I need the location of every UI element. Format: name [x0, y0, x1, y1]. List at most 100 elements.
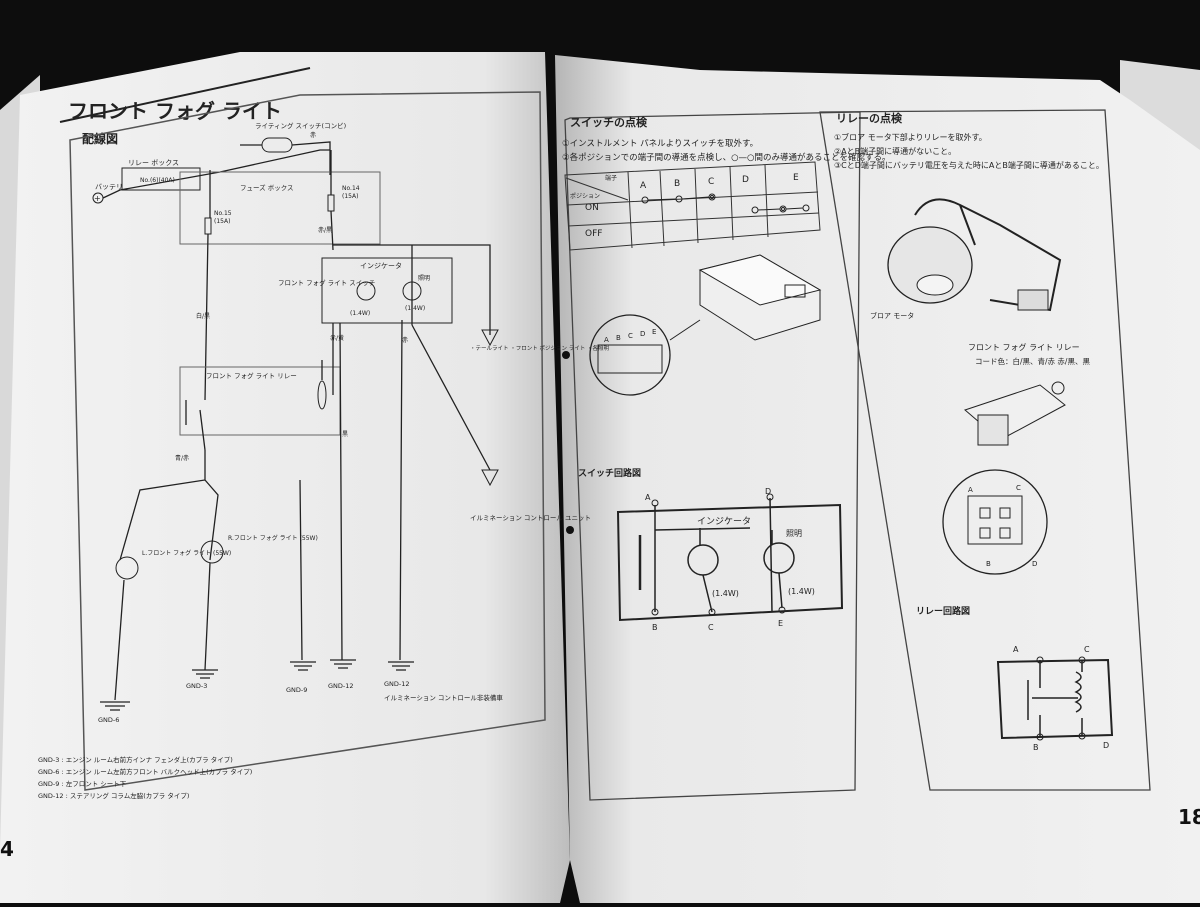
relay-column-frame: [819, 109, 1151, 791]
terminal-label: E: [778, 619, 783, 628]
legend-line: GND-9 : 左フロント シート下: [38, 779, 127, 788]
continuity-table: 端子 ポジション A B C D E ON OFF: [564, 161, 821, 251]
pin-label: C: [628, 332, 633, 340]
circuit-bulb1-label: (1.4W): [712, 589, 739, 598]
bulb-watt-label: (1.4W): [405, 305, 425, 312]
circuit-illumination-label: 照明: [786, 529, 802, 538]
relay-box-label: リレー ボックス: [128, 159, 179, 167]
left-page: [0, 52, 570, 903]
table-corner-bottom: ポジション: [570, 192, 600, 200]
lighting-switch-label: ライティング スイッチ(コンビ): [255, 121, 346, 130]
section-title-wiring: 配線図: [82, 131, 118, 146]
ground-symbols: [100, 659, 414, 711]
relay-label: フロント フォグ ライト リレー: [968, 342, 1080, 352]
wire-label: 黒: [342, 431, 348, 438]
switch-connector-closeup: A B C D E: [589, 314, 701, 396]
terminal-label: B: [652, 623, 658, 632]
wire-label: 赤: [310, 132, 316, 139]
ground-label: GND-12: [384, 680, 410, 688]
relay-step-2: ②AとB端子間に導通がないこと。: [834, 146, 956, 156]
relay-pin-label: C: [1016, 484, 1021, 492]
relay-circuit-title: リレー回路図: [916, 605, 970, 617]
left-fog-lamp: [115, 556, 139, 580]
table-corner-top: 端子: [605, 174, 617, 182]
switch-step-2: ②各ポジションでの端子間の導通を点検し、○—○間のみ導通があることを確認する。: [562, 152, 890, 163]
blower-label: ブロア モータ: [870, 311, 914, 320]
relay-pin-closeup: A C B D: [942, 469, 1048, 575]
binding-hole: [562, 351, 570, 359]
relay-terminal-label: A: [1013, 645, 1019, 654]
table-col-c: C: [708, 177, 714, 187]
fuse-box: [179, 171, 381, 245]
right-page-number: 18: [1178, 805, 1200, 829]
table-col-d: D: [742, 175, 749, 185]
relay-fuse-label: No.(6)(40A): [140, 177, 175, 184]
relay-terminal-label: C: [1084, 645, 1090, 654]
battery-label: バッテリ: [95, 183, 123, 191]
relay-pin-label: D: [1032, 560, 1037, 568]
relay-step-1: ①ブロア モータ下部よりリレーを取外す。: [834, 132, 987, 142]
right-page: [555, 55, 1200, 903]
left-page-content: フロント フォグ ライト 配線図 バッテリ + リレー ボックス No.(6)(…: [0, 67, 609, 861]
fog-relay-label: フロント フォグ ライト リレー: [206, 371, 297, 380]
pin-label: A: [604, 336, 609, 344]
relay-circuit-diagram: A C B D: [996, 645, 1114, 752]
terminal-label: A: [645, 493, 651, 502]
switch-step-1: ①インストルメント パネルよりスイッチを取外す。: [562, 138, 758, 149]
ground-label: GND-3: [186, 682, 207, 690]
legend-line: GND-3 : エンジン ルーム右前方インナ フェンダ上(カプラ タイプ): [38, 755, 233, 764]
wire-label: 赤/黄: [330, 334, 344, 342]
relay-box: [121, 167, 201, 191]
fuse-box-label: フューズ ボックス: [240, 183, 294, 192]
table-col-b: B: [674, 179, 680, 189]
fog-switch-label: フロント フォグ ライト スイッチ: [278, 278, 375, 287]
legend-line: GND-12 : ステアリング コラム左脇(カプラ タイプ): [38, 791, 189, 800]
switch-section-title: スイッチの点検: [570, 115, 648, 129]
left-fog-label: L.フロント フォグ ライト (55W): [142, 549, 231, 557]
switch-illustration: [698, 254, 822, 341]
relay-step-3: ③CとD端子間にバッテリ電圧を与えた時にAとB端子間に導通があること。: [834, 160, 1104, 170]
switch-indicator-block: [321, 257, 453, 324]
illumination-note: イルミネーション コントロール非装備車: [384, 693, 503, 702]
relay-color-code: コード色：白/黒、青/赤 赤/黒、黒: [975, 356, 1090, 366]
right-fog-lamp: [200, 540, 224, 564]
ground-label: GND-9: [286, 686, 307, 694]
fuse14-label: No.14: [342, 185, 360, 192]
table-row-off: OFF: [585, 229, 602, 239]
wiring-frame: [69, 91, 546, 791]
table-row-on: ON: [585, 203, 599, 213]
switch-circuit-diagram: インジケータ 照明 (1.4W) (1.4W) A D B C E: [616, 487, 844, 632]
to-tail-label: ・テールライト ・フロント ポジション ライト ・各照明: [470, 344, 609, 352]
left-page-number: 4: [0, 837, 14, 861]
fuse14-amp-label: (15A): [342, 193, 358, 200]
wire-label: 赤/黒: [318, 227, 332, 234]
circuit-bulb2-label: (1.4W): [788, 587, 815, 596]
table-col-a: A: [640, 181, 647, 191]
fuse15-label: No.15: [214, 210, 232, 217]
relay-terminal-label: B: [1033, 743, 1039, 752]
legend-line: GND-6 : エンジン ルーム左前方フロント バルクヘッド上(カプラ タイプ): [38, 767, 252, 776]
blower-motor-illustration: [887, 198, 1062, 312]
terminal-label: C: [708, 623, 714, 632]
bulb-watt-label: (1.4W): [350, 310, 370, 317]
wire-label: 白/黒: [196, 312, 210, 320]
pin-label: E: [652, 328, 656, 336]
indicator-label: インジケータ: [360, 261, 402, 270]
ground-label: GND-12: [328, 682, 354, 690]
relay-section-title: リレーの点検: [836, 111, 903, 125]
to-illumination-label: イルミネーション コントロール ユニット: [470, 514, 591, 522]
plus-icon: +: [94, 194, 101, 203]
switch-column-frame: [564, 111, 861, 801]
fuse15-amp-label: (15A): [214, 218, 230, 225]
wire-label: 赤: [402, 337, 408, 344]
circuit-indicator-label: インジケータ: [697, 516, 751, 527]
table-col-e: E: [793, 173, 799, 183]
right-page-content: スイッチの点検 ①インストルメント パネルよりスイッチを取外す。 ②各ポジション…: [562, 109, 1200, 829]
pin-label: D: [640, 330, 645, 338]
switch-circuit-title: スイッチ回路図: [578, 467, 641, 479]
relay-pin-label: A: [968, 486, 973, 494]
ground-label: GND-6: [98, 716, 119, 724]
pin-label: B: [616, 334, 621, 342]
terminal-label: D: [765, 487, 771, 496]
